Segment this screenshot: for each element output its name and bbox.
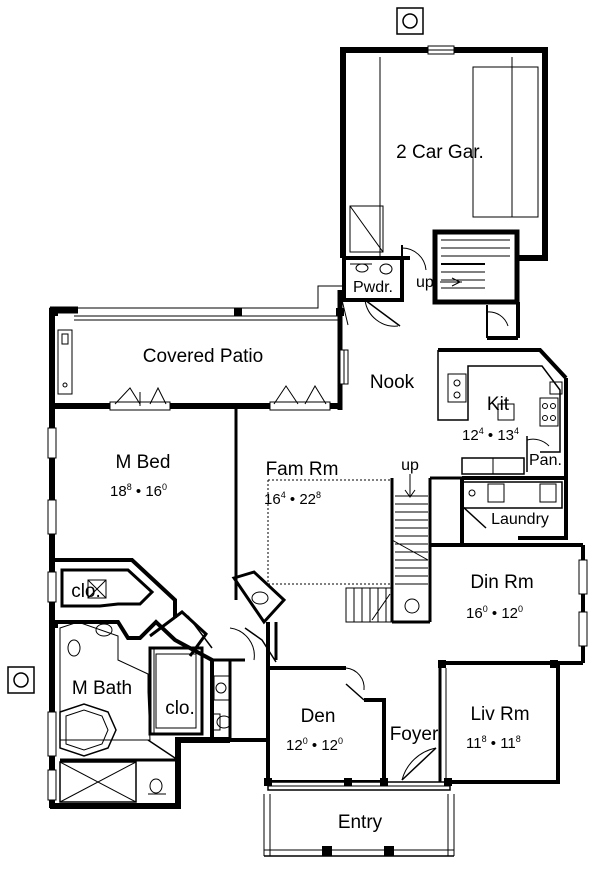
living-walls xyxy=(401,661,558,782)
closet-label-2: clo. xyxy=(165,698,195,719)
master-bath-label: M Bath xyxy=(72,678,132,699)
entry-porch xyxy=(263,781,455,857)
master-bath-walls xyxy=(52,568,277,808)
master-bed-label: M Bed xyxy=(116,452,171,473)
family-room-label: Fam Rm xyxy=(266,459,339,480)
kitchen-dims: 124 • 134 xyxy=(462,426,519,444)
dining-room-label: Din Rm xyxy=(470,572,533,593)
powder-door xyxy=(341,299,401,327)
patio-posts xyxy=(50,308,344,316)
nook-label: Nook xyxy=(370,372,415,393)
up-label-garage: up xyxy=(416,274,434,291)
left-windows xyxy=(47,427,57,801)
dining-room-dims: 160 • 120 xyxy=(466,604,523,622)
patio-doors xyxy=(109,385,331,411)
nook-door xyxy=(486,302,520,340)
interior-walls xyxy=(234,406,462,660)
den-walls xyxy=(266,622,386,782)
laundry-label: Laundry xyxy=(491,511,549,528)
entry-posts xyxy=(264,778,452,856)
den-dims: 120 • 120 xyxy=(286,736,343,754)
closet-label-1: clo. xyxy=(71,581,101,602)
covered-patio-label: Covered Patio xyxy=(143,346,263,367)
kitchen-label: Kit xyxy=(487,394,510,415)
main-stair xyxy=(345,474,432,624)
garage-label: 2 Car Gar. xyxy=(396,142,484,163)
dining-windows xyxy=(578,559,588,647)
master-bed-dims: 188 • 160 xyxy=(110,482,167,500)
garage-stair xyxy=(401,229,520,305)
pantry-label: Pan. xyxy=(529,452,562,469)
covered-patio xyxy=(49,285,349,410)
marker-top xyxy=(396,7,424,35)
powder-label: Pwdr. xyxy=(353,279,393,296)
living-posts xyxy=(438,660,558,668)
entry-label: Entry xyxy=(338,812,383,833)
living-room-dims: 118 • 118 xyxy=(466,734,521,752)
fireplace xyxy=(231,570,287,625)
kitchen-walls xyxy=(437,348,568,480)
laundry-walls xyxy=(430,478,563,547)
up-label-stairs: up xyxy=(401,457,419,474)
marker-left xyxy=(7,666,35,694)
bath-posts xyxy=(50,620,58,628)
living-room-label: Liv Rm xyxy=(470,704,529,725)
family-room-dims: 164 • 228 xyxy=(264,490,321,508)
powder-walls xyxy=(342,256,404,302)
den-label: Den xyxy=(301,706,336,727)
foyer-label: Foyer xyxy=(390,724,439,745)
